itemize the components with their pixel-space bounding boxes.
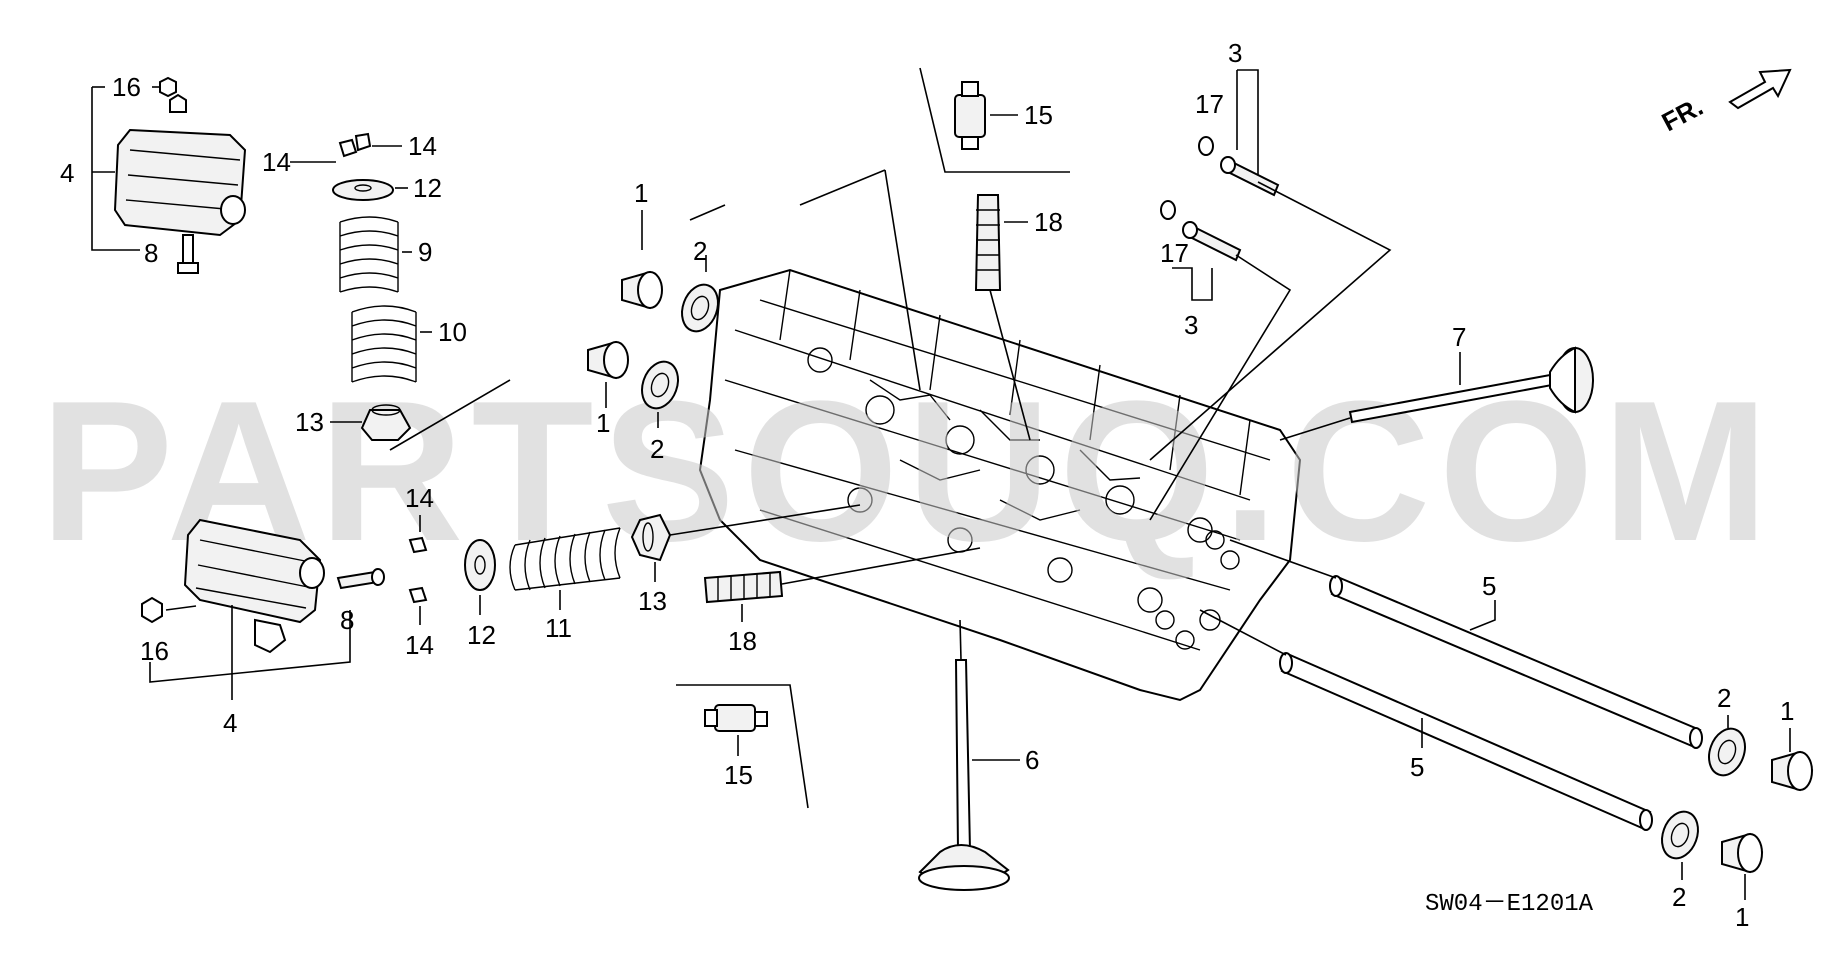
valve-spring-stack-upper: 14 14 12 9 10 13 [262, 131, 511, 451]
callout-16-upper: 16 [112, 72, 141, 102]
plugs-right: 2 1 2 1 [1661, 683, 1814, 932]
callout-3-lower: 3 [1184, 310, 1198, 340]
callout-13-upper: 13 [295, 407, 324, 437]
callout-1-uc-mid: 1 [596, 408, 610, 438]
valve-spring-stack-lower: 14 14 12 11 13 18 [405, 483, 981, 660]
rocker-arm-assembly-upper: 16 4 8 [60, 72, 247, 274]
callout-8-upper: 8 [144, 238, 158, 268]
valve-7: 7 [1279, 322, 1594, 441]
callout-13-lower: 13 [638, 586, 667, 616]
callout-2-uc-mid: 2 [650, 434, 664, 464]
callout-10: 10 [438, 317, 467, 347]
front-direction-indicator: FR. [1657, 68, 1792, 137]
callout-12-upper: 12 [413, 173, 442, 203]
callout-17-lower: 17 [1160, 238, 1189, 268]
callout-1-right-bottom: 1 [1735, 902, 1749, 932]
callout-8-lower: 8 [340, 605, 354, 635]
callout-17-upper: 17 [1195, 89, 1224, 119]
rocker-shafts: 5 5 [1199, 539, 1703, 831]
callout-2-uc-top: 2 [693, 236, 707, 266]
callout-15-lower: 15 [724, 760, 753, 790]
plugs-upper-center: 1 2 1 2 [587, 169, 921, 464]
callout-3-upper: 3 [1228, 38, 1242, 68]
callout-4-upper: 4 [60, 158, 74, 188]
callout-14-upper-b: 14 [408, 131, 437, 161]
callout-11: 11 [545, 613, 572, 643]
callout-14-lower-a: 14 [405, 483, 434, 513]
callout-16-lower: 16 [140, 636, 169, 666]
callout-1-uc-top: 1 [634, 178, 648, 208]
rocker-shaft-bolts: 3 17 17 3 [1149, 38, 1392, 521]
callout-5-lower: 5 [1410, 752, 1424, 782]
callout-14-upper-a: 14 [262, 147, 291, 177]
callout-5-upper: 5 [1482, 571, 1496, 601]
callout-12-lower: 12 [467, 620, 496, 650]
callout-15-upper: 15 [1024, 100, 1053, 130]
callout-9: 9 [418, 237, 432, 267]
cylinder-head [698, 268, 1302, 702]
lash-adjuster-upper: 15 [919, 67, 1070, 173]
callout-6: 6 [1025, 745, 1039, 775]
callout-14-lower-b: 14 [405, 630, 434, 660]
lash-adjuster-lower: 15 [676, 684, 809, 809]
diagram-code: SW04－E1201A [1425, 891, 1594, 918]
callout-4-lower: 4 [223, 708, 237, 738]
callout-1-right-top: 1 [1780, 696, 1794, 726]
callout-2-right-bottom: 2 [1672, 882, 1686, 912]
tube-seal-upper: 18 [974, 194, 1063, 441]
front-label: FR. [1657, 91, 1708, 137]
callout-18-upper: 18 [1034, 207, 1063, 237]
valve-6: 6 [918, 619, 1039, 891]
callout-7: 7 [1452, 322, 1466, 352]
callout-2-right-top: 2 [1717, 683, 1731, 713]
callout-18-lower: 18 [728, 626, 757, 656]
rocker-arm-assembly-lower: 8 16 4 [140, 518, 385, 738]
